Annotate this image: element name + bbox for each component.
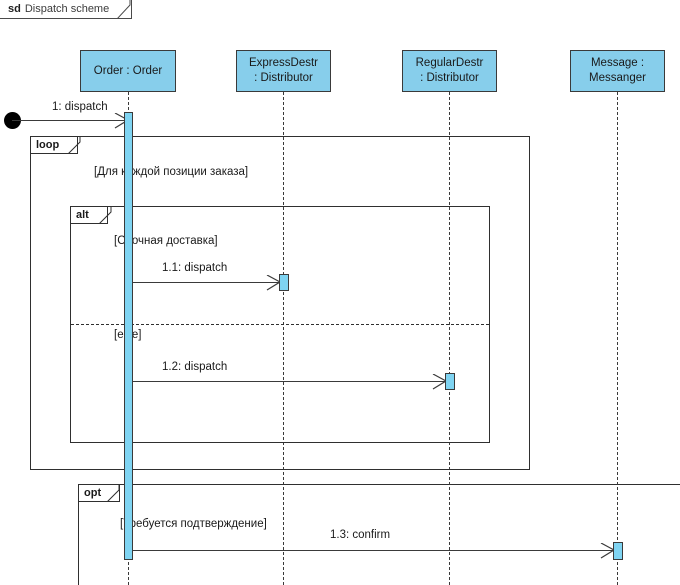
lifeline-regular-destr: [449, 92, 450, 585]
lifeline-head-message-line1: Message :: [590, 57, 645, 69]
fragment-opt-corner-icon: [107, 485, 120, 502]
lifeline-head-message-line2: Messanger: [589, 72, 646, 84]
activation-bar-express-destr[interactable]: [279, 274, 289, 291]
lifeline-head-express-destr-line2: : Distributor: [254, 72, 313, 84]
fragment-loop[interactable]: [30, 136, 530, 470]
lifeline-message: [617, 92, 618, 585]
lifeline-head-order-line1: Order : Order: [93, 64, 163, 77]
diagram-title: Dispatch scheme: [24, 3, 110, 15]
lifeline-head-regular-destr-line2: : Distributor: [420, 72, 479, 84]
lifeline-head-regular-destr[interactable]: RegularDestr : Distributor: [402, 50, 497, 92]
fragment-loop-operator: loop: [31, 137, 79, 154]
lifeline-head-order[interactable]: Order : Order: [80, 50, 176, 92]
message-1-line[interactable]: [12, 120, 124, 121]
message-1-2-arrowhead-icon: [429, 374, 447, 390]
fragment-opt-operator: opt: [79, 485, 121, 502]
message-1-arrowhead-icon: [111, 113, 129, 129]
fragment-alt[interactable]: [70, 206, 490, 443]
fragment-alt-divider: [71, 324, 489, 325]
fragment-alt-guard-1: [Срочная доставка]: [114, 235, 218, 247]
message-1-1-label: 1.1: dispatch: [162, 262, 228, 274]
fragment-opt[interactable]: [78, 484, 680, 585]
diagram-frame-tab: sd Dispatch scheme: [0, 0, 133, 19]
activation-bar-order[interactable]: [124, 112, 133, 560]
message-1-label: 1: dispatch: [52, 101, 108, 113]
fragment-opt-guard: [Требуется подтверждение]: [120, 518, 267, 530]
message-1-1-arrowhead-icon: [263, 275, 281, 291]
lifeline-head-express-destr-line1: ExpressDestr: [248, 57, 319, 69]
message-1-3-label: 1.3: confirm: [330, 529, 391, 541]
fragment-loop-corner-icon: [68, 137, 81, 154]
activation-bar-regular-destr[interactable]: [445, 373, 455, 390]
diagram-keyword: sd: [8, 3, 21, 15]
activation-bar-message[interactable]: [613, 542, 623, 560]
message-1-3-arrowhead-icon: [597, 543, 615, 559]
lifeline-head-express-destr[interactable]: ExpressDestr : Distributor: [236, 50, 331, 92]
lifeline-head-regular-destr-line1: RegularDestr: [415, 57, 484, 69]
message-1-2-label: 1.2: dispatch: [162, 361, 228, 373]
fragment-alt-corner-icon: [99, 207, 112, 224]
diagram-frame-tab-corner-icon: [117, 0, 131, 19]
lifeline-head-message[interactable]: Message : Messanger: [570, 50, 665, 92]
lifeline-express-destr: [283, 92, 284, 585]
message-1-3-line[interactable]: [133, 550, 613, 551]
message-1-2-line[interactable]: [133, 381, 445, 382]
fragment-loop-guard: [Для каждой позиции заказа]: [94, 166, 249, 178]
message-1-1-line[interactable]: [133, 282, 279, 283]
